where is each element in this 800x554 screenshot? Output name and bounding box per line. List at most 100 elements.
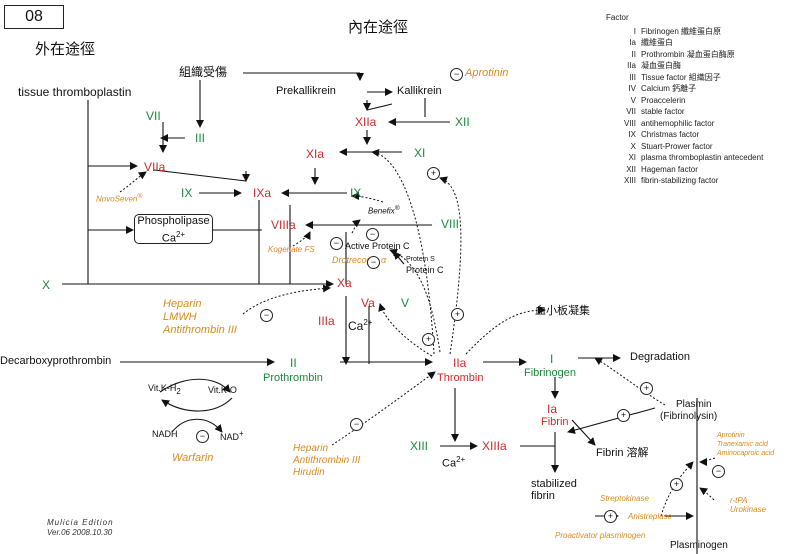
decarboxyprothrombin-label: Decarboxyprothrombin xyxy=(0,355,112,367)
minus-sign: − xyxy=(260,309,273,322)
minus-sign: − xyxy=(196,430,209,443)
page-number: 08 xyxy=(4,5,64,29)
factor-viiia: VIIIa xyxy=(271,218,296,232)
plasmin-label: Plasmin xyxy=(676,399,712,410)
active-protein-c-label: Active Protein C xyxy=(345,241,410,251)
prekallikrein-label: Prekallikrein xyxy=(276,85,336,97)
factor-viia: VIIa xyxy=(144,160,166,174)
factor-vii: VII xyxy=(146,109,161,123)
legend-value: Stuart-Prower factor xyxy=(641,141,713,151)
minus-sign: − xyxy=(330,237,343,250)
prothrombin-label: Prothrombin xyxy=(263,372,323,384)
legend-row: II Prothrombin 凝血蛋白酶原 xyxy=(606,49,763,61)
plus-sign: + xyxy=(604,510,617,523)
protein-c-label: Protein C xyxy=(406,265,444,275)
legend-value: Tissue factor 組織因子 xyxy=(641,72,721,82)
legend-key: II xyxy=(631,49,636,59)
plus-sign: + xyxy=(451,308,464,321)
anistreplase-label: Anistreplase xyxy=(628,512,673,521)
ca-label: Ca2+ xyxy=(161,230,186,245)
legend-key: Ia xyxy=(629,38,636,47)
degradation-label: Degradation xyxy=(630,351,690,363)
factor-ixa: IXa xyxy=(253,186,272,200)
plasminogen-label: Plasminogen xyxy=(670,540,728,551)
factor-iiia: IIIa xyxy=(318,314,335,328)
plus-sign: + xyxy=(640,382,653,395)
legend-value: plasma thromboplastin antecedent xyxy=(641,153,764,162)
legend-key: III xyxy=(629,72,636,82)
plus-sign: + xyxy=(617,409,630,422)
legend-key: VII xyxy=(626,107,636,116)
benefix-label: Benefix® xyxy=(368,205,400,216)
fibrin-label: Fibrin xyxy=(541,416,569,428)
drotrecogin-label: Drotrecogin α xyxy=(332,255,387,265)
platelet-aggregation-label: 血小板凝集 xyxy=(535,305,590,317)
tissue-thromboplastin-label: tissue thromboplastin xyxy=(18,85,132,99)
legend-value: Prothrombin 凝血蛋白酶原 xyxy=(641,49,735,59)
legend-key: I xyxy=(633,26,636,36)
factor-ia: Ia xyxy=(547,402,558,416)
ca-label-2: Ca2+ xyxy=(442,455,466,470)
factor-v: V xyxy=(401,296,410,310)
phospholipase-box: Phospholipase Ca2+ xyxy=(134,214,213,245)
factor-viii: VIII xyxy=(441,217,460,231)
factor-xiiia: XIIIa xyxy=(482,439,507,453)
legend-key: VIII xyxy=(623,118,636,128)
vitk-h2-label: Vit.K-H2 xyxy=(148,383,181,396)
legend-value: 凝血蛋白酶 xyxy=(641,61,681,70)
legend-row: III Tissue factor 組織因子 xyxy=(606,72,763,84)
factor-xiii: XIII xyxy=(410,439,429,453)
legend-value: antihemophilic factor xyxy=(641,118,715,128)
factor-iia: IIa xyxy=(453,356,467,370)
factor-va: Va xyxy=(361,296,375,310)
factor-i: I xyxy=(550,352,554,366)
fibrinolysin-label: (Fibrinolysin) xyxy=(660,411,718,422)
factor-ix-left: IX xyxy=(181,186,193,200)
legend-key: IX xyxy=(628,130,636,139)
factor-iii: III xyxy=(195,131,206,145)
factor-xi: XI xyxy=(414,146,426,160)
fibrin-dissolve-label: Fibrin 溶解 xyxy=(596,447,649,459)
legend-value: Hageman factor xyxy=(641,164,698,174)
legend-row: IIa 凝血蛋白酶 xyxy=(606,60,763,72)
legend-row: Ia 纖維蛋白 xyxy=(606,37,763,49)
fibrinogen-label: Fibrinogen xyxy=(524,367,576,379)
legend-row: IX Christmas factor xyxy=(606,129,763,141)
phospholipase-label: Phospholipase xyxy=(137,215,210,227)
minus-sign: − xyxy=(712,465,725,478)
minus-sign: − xyxy=(367,256,380,269)
minus-sign: − xyxy=(366,228,379,241)
novoseven-label: NovoSeven® xyxy=(96,193,143,204)
factor-ii: II xyxy=(290,356,297,370)
plus-sign: + xyxy=(670,478,683,491)
kallikrein-label: Kallikrein xyxy=(397,85,442,97)
minus-sign: − xyxy=(350,418,363,431)
streptokinase-label: Streptokinase xyxy=(600,494,649,503)
legend-row: XII Hageman factor xyxy=(606,164,763,176)
legend-value: 纖維蛋白 xyxy=(641,38,673,47)
proactivator-plasminogen-label: Proactivator plasminogen xyxy=(555,531,646,540)
plus-sign: + xyxy=(422,333,435,346)
factor-xii: XII xyxy=(455,115,470,129)
factor-xia: XIa xyxy=(306,147,325,161)
legend-value: Christmas factor xyxy=(641,130,700,139)
kogenate-label: Kogenate FS xyxy=(268,245,315,254)
legend-key: IV xyxy=(628,84,636,93)
legend-key: XII xyxy=(626,164,636,174)
legend-key: IIa xyxy=(627,61,636,70)
nadh-label: NADH xyxy=(152,429,178,439)
intrinsic-title: 內在途徑 xyxy=(348,19,409,36)
